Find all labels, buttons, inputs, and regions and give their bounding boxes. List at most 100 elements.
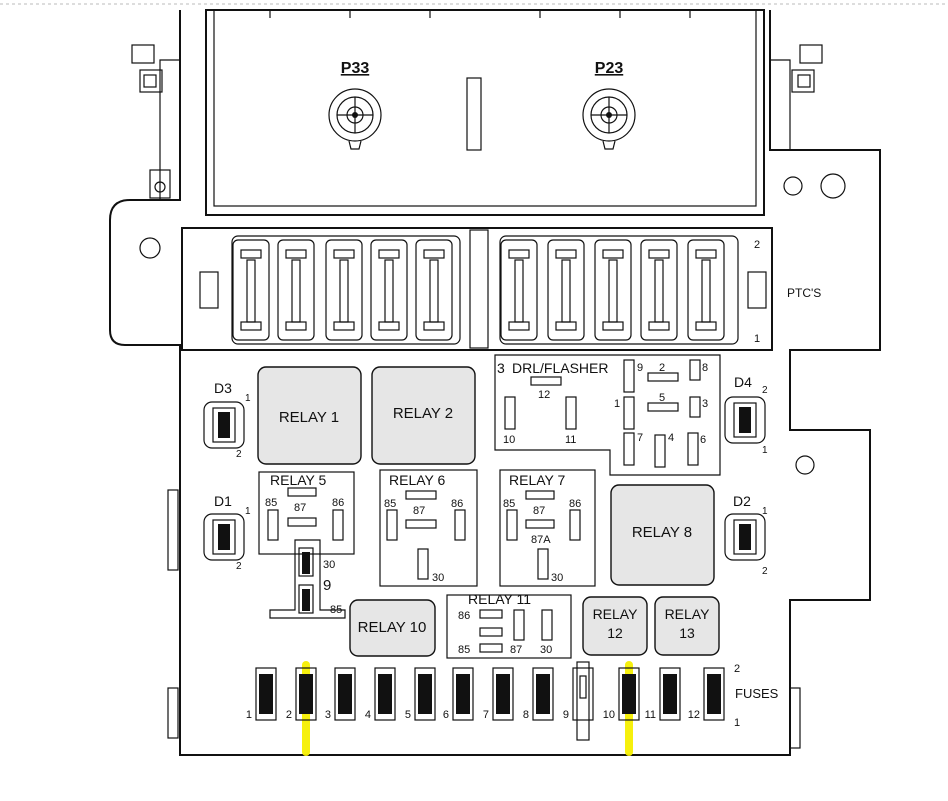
fuse-4-body: [378, 674, 392, 714]
relay-7-pin-86: 86: [569, 498, 581, 510]
relay-7-pin-85: 85: [503, 498, 515, 510]
fuse-slot-5: [414, 667, 436, 721]
diode-d1-pin2: 2: [236, 561, 242, 572]
edge-bracket: [167, 489, 179, 571]
relay-6-pin-86: 86: [451, 498, 463, 510]
relay-5-pin-86: 86: [332, 497, 344, 509]
drl-pin-12: 12: [538, 389, 550, 401]
diode-d4-label: D4: [734, 374, 752, 390]
ptc-blade: [608, 259, 618, 323]
relay-7-pin-30: 30: [551, 572, 563, 584]
mount-hole-icon: [783, 176, 803, 196]
relay-10: [349, 599, 436, 657]
relay-12-label-1: RELAY: [593, 606, 639, 622]
fuses-pin-1: 1: [734, 717, 740, 729]
drl-terminals: [504, 359, 701, 468]
relay-5-pin-85: 85: [265, 497, 277, 509]
fuse-9-pin-30: 30: [323, 559, 335, 571]
relay-11-label: RELAY 11: [468, 591, 531, 607]
relay-11-pin-85: 85: [458, 644, 470, 656]
relay-13-label-1: RELAY: [665, 606, 711, 622]
drl-pin-3: 3: [702, 398, 708, 410]
ptc-terminal: [602, 321, 624, 331]
relay-2-label: RELAY 2: [393, 405, 453, 422]
drl-flasher-block: [494, 354, 721, 476]
fuse-number-6: 6: [443, 709, 449, 721]
left-clip-icon: [131, 44, 171, 199]
diode-d4-pin1: 1: [762, 445, 768, 456]
fuse-slot-4: [374, 667, 396, 721]
relay-5-label: RELAY 5: [270, 472, 327, 488]
ptc-pin-1: 1: [754, 333, 760, 345]
relay-7-pin-87a: 87A: [531, 534, 551, 546]
relay-7-pin-87: 87: [533, 505, 545, 517]
relay-5-pin-87: 87: [294, 502, 306, 514]
ptc-terminal: [333, 321, 355, 331]
drl-pin-11: 11: [565, 434, 576, 446]
relay-11: [446, 594, 572, 659]
ptc-slot: [325, 239, 363, 341]
fuse-5-body: [418, 674, 432, 714]
ptc-terminal: [333, 249, 355, 259]
fuse-9-label: 9: [323, 577, 331, 594]
ptc-blade: [654, 259, 664, 323]
ptc-terminal: [285, 321, 307, 331]
relay-11-pin-87: 87: [510, 644, 522, 656]
fuse-slot-6: [452, 667, 474, 721]
fuse-slot-11: [659, 667, 681, 721]
fuse-slot-7: [492, 667, 514, 721]
relay-8-label: RELAY 8: [632, 524, 692, 541]
drl-pin-9: 9: [637, 362, 643, 374]
diode-d3-pin1: 1: [245, 393, 251, 404]
diode-d3-pin2: 2: [236, 449, 242, 460]
ptc-block: [181, 227, 773, 351]
diode-d1-pin1: 1: [245, 506, 251, 517]
fuse-number-11: 11: [645, 709, 656, 721]
diode-d1: [203, 513, 245, 561]
fuse-9-contact: [579, 675, 587, 699]
drl-pin-8: 8: [702, 362, 708, 374]
fuse-11-body: [663, 674, 677, 714]
ptc-terminal: [648, 249, 670, 259]
fuse-9-holder: [576, 661, 590, 741]
ptc-terminal: [423, 249, 445, 259]
diode-d2-pin1: 1: [762, 506, 768, 517]
drl-pin-7: 7: [637, 432, 643, 444]
drl-pin-5: 5: [659, 392, 665, 404]
fuse-9-pin-85: 85: [330, 604, 342, 616]
relay-13-label-2: 13: [679, 625, 695, 641]
connector-housing: [205, 9, 765, 216]
ptc-terminal: [508, 321, 530, 331]
ptc-slot: [594, 239, 632, 341]
relay-11-pin-30: 30: [540, 644, 552, 656]
relay-13: [654, 596, 720, 656]
ptc-blade: [384, 259, 394, 323]
fuse-number-3: 3: [325, 709, 331, 721]
drl-pin-6: 6: [700, 434, 706, 446]
ptc-blade: [701, 259, 711, 323]
diode-d3: [203, 401, 245, 449]
connector-p23-label: P23: [595, 60, 624, 77]
drl-pin-10: 10: [503, 434, 515, 446]
ptc-slot: [500, 239, 538, 341]
connector-p33-label: P33: [341, 60, 370, 77]
ptc-slot: [370, 239, 408, 341]
fuse-1-body: [259, 674, 273, 714]
ptc-slot: [415, 239, 453, 341]
relay-6-pin-30: 30: [432, 572, 444, 584]
fuse-slot-3: [334, 667, 356, 721]
fuse-2-body: [299, 674, 313, 714]
fuse-slot-1: [255, 667, 277, 721]
fuse-number-8: 8: [523, 709, 529, 721]
drl-pin-4: 4: [668, 432, 674, 444]
relay-6-pin-87: 87: [413, 505, 425, 517]
mount-hole-icon: [139, 237, 161, 259]
ptc-slot: [277, 239, 315, 341]
ptc-terminal: [555, 321, 577, 331]
ptc-blade: [339, 259, 349, 323]
fuse-number-12: 12: [688, 709, 700, 721]
ptc-blade: [429, 259, 439, 323]
p23-stud-icon: [582, 88, 636, 150]
